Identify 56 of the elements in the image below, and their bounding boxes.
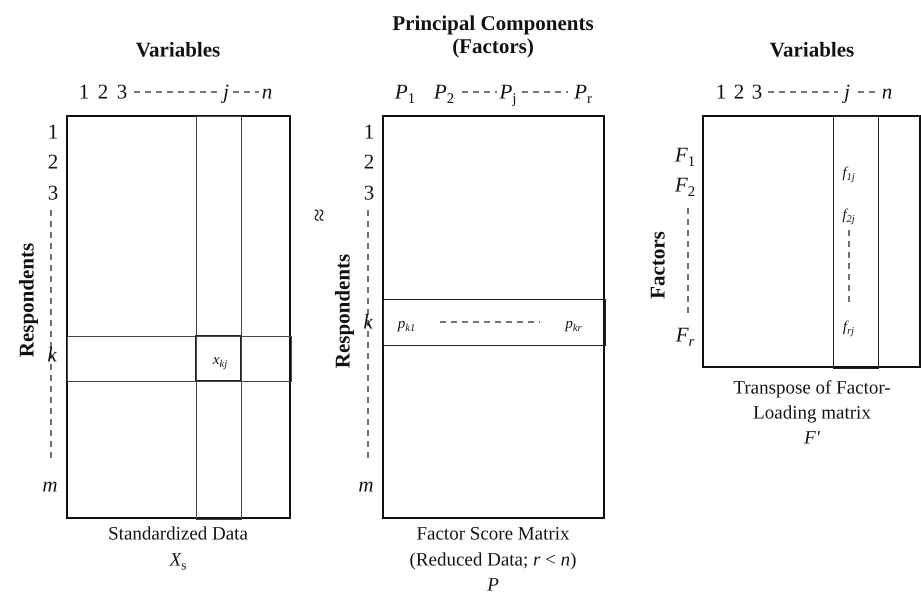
axis-index: 3: [364, 181, 374, 205]
approx-symbol: ≈: [306, 208, 334, 222]
axis-index: k: [363, 310, 373, 334]
column-band: [832, 116, 878, 368]
matrix-caption: Factor Score Matrix: [416, 524, 570, 546]
column-entry: f$_{1j}$: [842, 164, 855, 181]
cell-entry: x$_{kj}$: [212, 352, 228, 368]
matrix-caption: P: [487, 576, 499, 596]
matrix-caption: X$_{s}$: [170, 550, 186, 572]
row-entry: p$_{k1}$: [398, 315, 416, 332]
axis-index: 2: [734, 80, 744, 104]
axis-index: P$_{1}$: [394, 80, 416, 104]
axis-index: P$_{j}$: [500, 80, 516, 104]
axis-index: 2: [98, 80, 108, 104]
matrix-box: [382, 115, 605, 519]
row-entry: p$_{kr}$: [565, 315, 582, 332]
axis-index: k: [47, 343, 57, 367]
axis-title: Respondents: [331, 254, 355, 368]
axis-index: F$_{r}$: [676, 323, 694, 347]
matrix-caption: Loading matrix: [753, 404, 871, 424]
axis-index: 1: [78, 80, 90, 104]
axis-index: 2: [364, 150, 374, 174]
row-band: [66, 336, 292, 382]
axis-index: P$_{r}$: [574, 80, 592, 104]
axis-index: 1: [364, 120, 374, 144]
axis-index: j: [223, 80, 229, 104]
matrix-caption: Transpose of Factor-: [733, 378, 891, 400]
matrix-box: [66, 115, 291, 519]
axis-index: F$_{1}$: [674, 143, 696, 167]
axis-index: 3: [48, 181, 58, 205]
axis-title: Factors: [646, 231, 670, 299]
axis-index: 1: [716, 80, 726, 104]
axis-index: F$_{2}$: [674, 173, 696, 197]
axis-index: m: [358, 473, 374, 497]
matrix-box: [702, 115, 921, 368]
matrix-caption: (Reduced Data; r < n): [410, 550, 576, 572]
axis-index: 3: [116, 80, 128, 104]
axis-index: n: [262, 80, 272, 104]
axis-index: P$_{2}$: [434, 80, 454, 104]
axis-index: 1: [48, 120, 58, 144]
matrix-caption: F': [804, 428, 820, 450]
axis-heading: Principal Components (Factors): [391, 12, 595, 58]
axis-index: 3: [752, 80, 762, 104]
axis-heading: Variables: [768, 38, 856, 62]
axis-index: 2: [48, 150, 58, 174]
column-band: [196, 116, 242, 520]
matrix-cell: [195, 335, 241, 381]
axis-title: Respondents: [15, 242, 39, 358]
axis-index: n: [882, 80, 892, 104]
axis-index: m: [42, 473, 58, 497]
axis-heading: Variables: [134, 38, 222, 62]
row-band: [382, 298, 606, 346]
axis-index: j: [844, 80, 850, 104]
column-entry: f$_{2j}$: [842, 206, 855, 223]
matrix-caption: Standardized Data: [108, 524, 248, 546]
column-entry: f$_{rj}$: [842, 318, 854, 335]
